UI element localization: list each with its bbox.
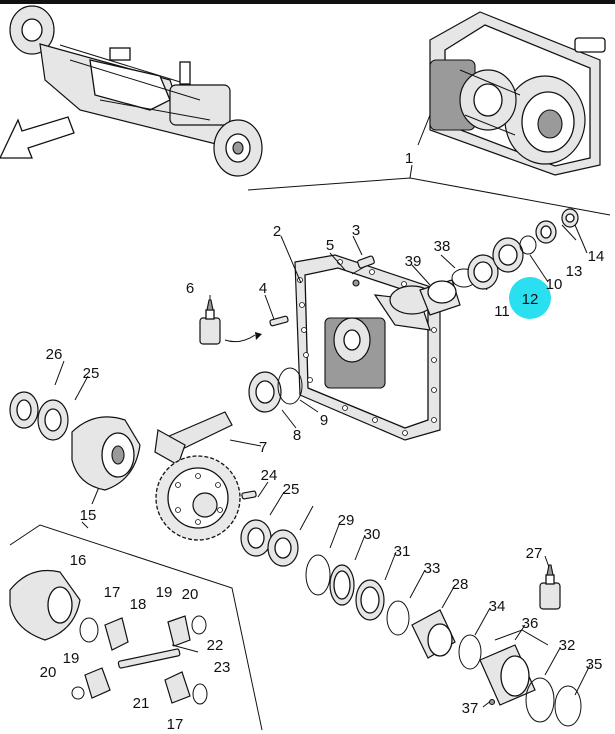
callout-6: 6 [186,280,194,297]
callout-12-highlight [509,277,551,319]
callout-3: 3 [352,222,360,239]
callout-2: 2 [273,223,281,240]
callout-37: 37 [462,700,479,717]
pinion-and-crown-gear [154,411,241,541]
callout-27: 27 [526,545,543,562]
callout-1: 1 [405,150,413,167]
callout-16: 16 [70,552,87,569]
bearing-stack-parts [419,208,579,316]
callout-25: 25 [83,365,100,382]
callout-39: 39 [405,253,422,270]
callout-9: 9 [320,412,328,429]
differential-internals [9,569,208,705]
callout-35: 35 [586,656,603,673]
callout-14: 14 [588,248,605,265]
callout-20: 20 [182,586,199,603]
callout-19: 19 [156,584,173,601]
callout-23: 23 [214,659,231,676]
oil-bottle-icon [199,299,262,345]
callout-18: 18 [130,596,147,613]
callout-36: 36 [522,615,539,632]
callout-34: 34 [489,598,506,615]
callout-30: 30 [364,526,381,543]
callout-8: 8 [293,427,301,444]
callout-13: 13 [566,263,583,280]
direction-arrow-icon [0,116,75,159]
callout-4: 4 [259,280,267,297]
callout-21: 21 [133,695,150,712]
oil-bottle-icon-27 [539,564,561,610]
callout-31: 31 [394,543,411,560]
callout-12: 12 [522,291,539,308]
callout-22: 22 [207,637,224,654]
callout-25-lower: 25 [283,481,300,498]
bolt-part-3 [351,255,375,275]
callout-7: 7 [259,439,267,456]
callout-33: 33 [424,560,441,577]
callout-19-lower: 19 [63,650,80,667]
callout-10: 10 [546,276,563,293]
top-border [0,0,615,4]
callout-11: 11 [494,303,510,320]
gearbox-housing-drawing [429,11,606,176]
callout-24: 24 [261,467,278,484]
output-shaft-part [411,609,456,659]
callout-15: 15 [80,507,97,524]
callout-32: 32 [559,637,576,654]
callout-26: 26 [46,346,63,363]
callout-5: 5 [326,237,334,254]
callout-28: 28 [452,576,469,593]
sleeve-part [479,644,536,706]
callout-20-lower: 20 [40,664,57,681]
housing-plate-part [294,254,441,441]
callout-38: 38 [434,238,451,255]
axle-assembly-drawing [9,5,263,177]
callout-17-lower: 17 [167,716,184,733]
differential-case-part [71,416,141,491]
callout-17: 17 [104,584,121,601]
callout-29: 29 [338,512,355,529]
